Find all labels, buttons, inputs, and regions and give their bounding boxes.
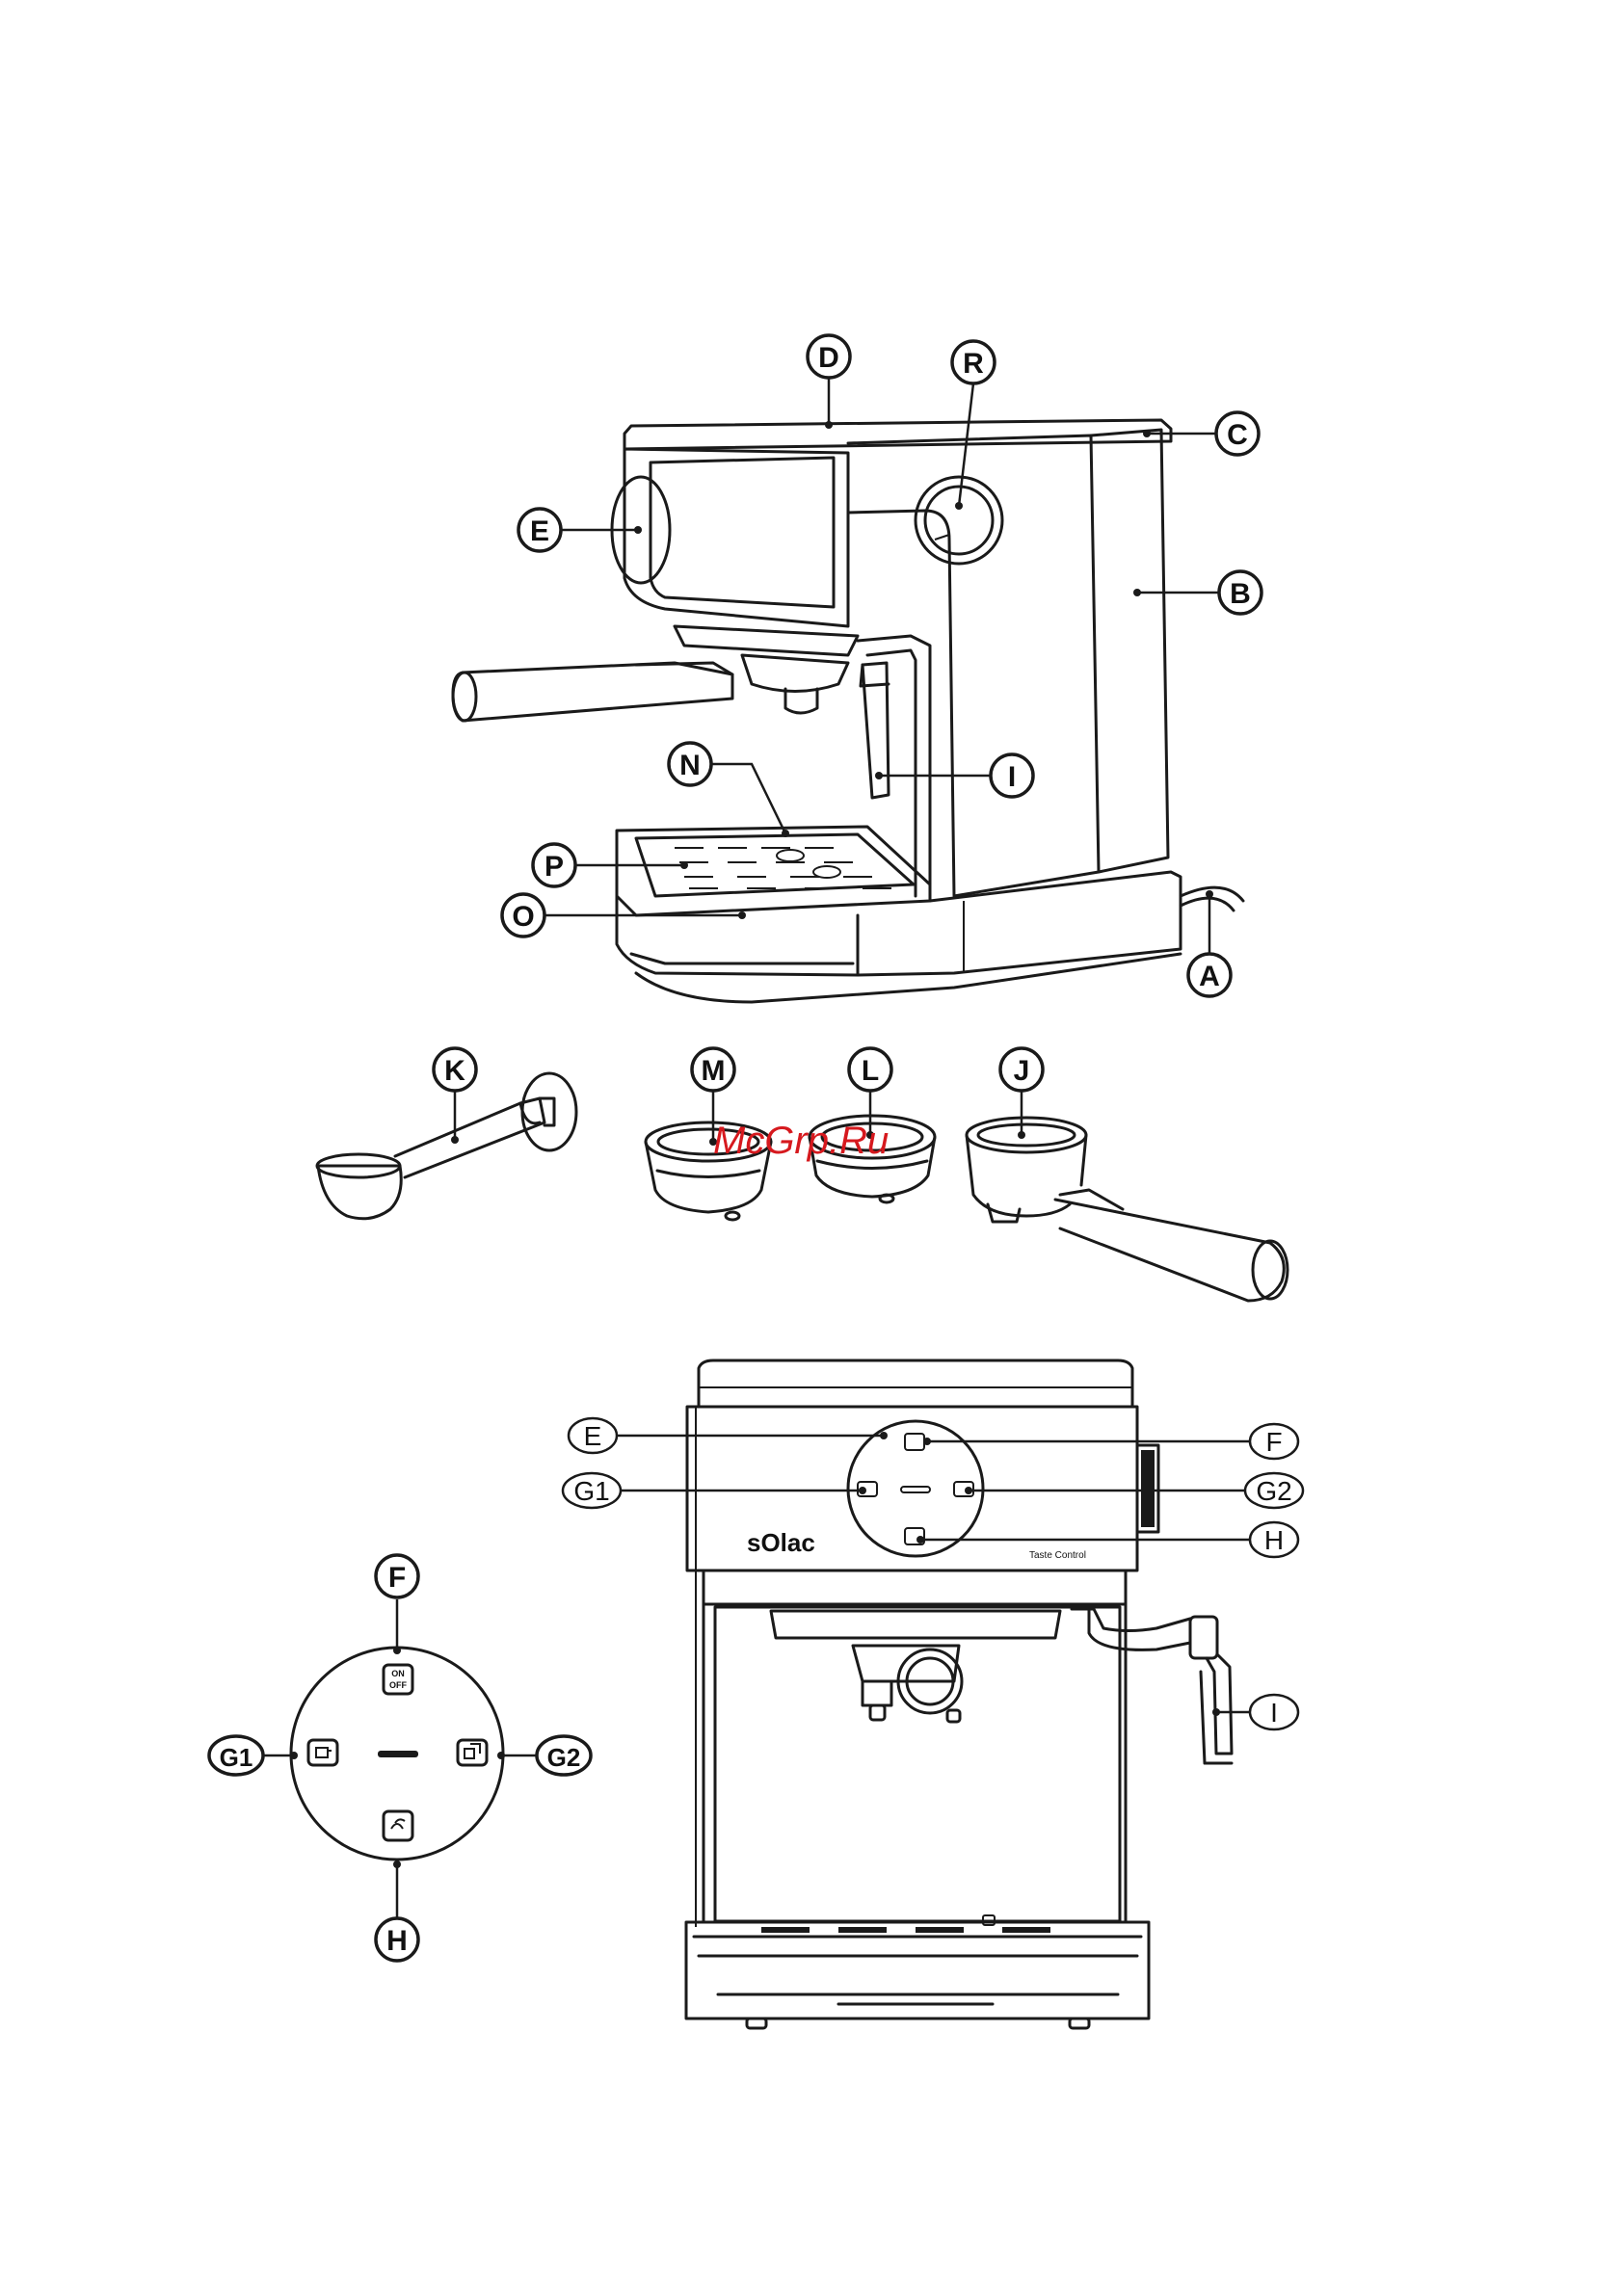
- machine-front-view: sOlac Taste Control: [686, 1360, 1232, 2028]
- label-F-front-text: F: [1265, 1427, 1282, 1457]
- label-I-side-text: I: [1008, 761, 1016, 793]
- label-R: R: [952, 341, 995, 510]
- label-K: K: [434, 1048, 476, 1144]
- label-P-text: P: [544, 851, 564, 883]
- drip-grate-slots: [675, 848, 891, 888]
- label-N-text: N: [679, 750, 701, 781]
- accessory-spoon-tamper: [317, 1073, 576, 1219]
- label-H-detail-text: H: [386, 1925, 408, 1957]
- front-brand: sOlac: [747, 1528, 815, 1557]
- label-L-text: L: [862, 1055, 879, 1087]
- label-H-front: H: [916, 1522, 1298, 1557]
- label-D: D: [808, 335, 850, 429]
- label-F-detail: F: [376, 1555, 418, 1654]
- label-B-text: B: [1230, 578, 1251, 610]
- label-G1-front-text: G1: [573, 1476, 609, 1506]
- label-C-text: C: [1227, 419, 1248, 451]
- label-I-front-text: I: [1270, 1698, 1278, 1728]
- label-E-side-text: E: [530, 515, 549, 547]
- label-G1-detail-text: G1: [220, 1743, 253, 1772]
- label-G1-detail: G1: [209, 1736, 298, 1775]
- watermark: McGrp.Ru: [713, 1120, 889, 1162]
- label-P: P: [533, 844, 688, 886]
- label-N: N: [669, 743, 789, 837]
- label-F-detail-text: F: [388, 1562, 406, 1594]
- label-J-text: J: [1014, 1055, 1030, 1087]
- control-panel-detail: ON OFF: [291, 1648, 503, 1860]
- label-R-text: R: [963, 348, 984, 380]
- label-H-front-text: H: [1264, 1525, 1284, 1555]
- label-E-front-text: E: [584, 1421, 602, 1451]
- label-M-text: M: [702, 1055, 726, 1087]
- accessory-portafilter: [967, 1118, 1288, 1301]
- label-G2-detail-text: G2: [547, 1743, 581, 1772]
- label-G2-front-text: G2: [1256, 1476, 1291, 1506]
- label-A: A: [1188, 890, 1231, 996]
- label-I-front: I: [1212, 1695, 1298, 1729]
- label-G2-detail: G2: [497, 1736, 591, 1775]
- label-H-detail: H: [376, 1861, 418, 1961]
- label-D-text: D: [818, 342, 839, 374]
- label-G1-front: G1: [563, 1473, 866, 1508]
- label-G2-front: G2: [965, 1473, 1303, 1508]
- label-K-text: K: [444, 1055, 465, 1087]
- on-off-button-text-on: ON: [391, 1669, 405, 1678]
- label-F-front: F: [923, 1424, 1298, 1459]
- label-A-text: A: [1199, 961, 1220, 992]
- label-E-front: E: [569, 1418, 888, 1453]
- label-O: O: [502, 894, 746, 937]
- label-B: B: [1133, 571, 1261, 614]
- label-O-text: O: [512, 901, 534, 933]
- on-off-button-text-off: OFF: [389, 1680, 407, 1690]
- front-panel-text: Taste Control: [1029, 1550, 1086, 1561]
